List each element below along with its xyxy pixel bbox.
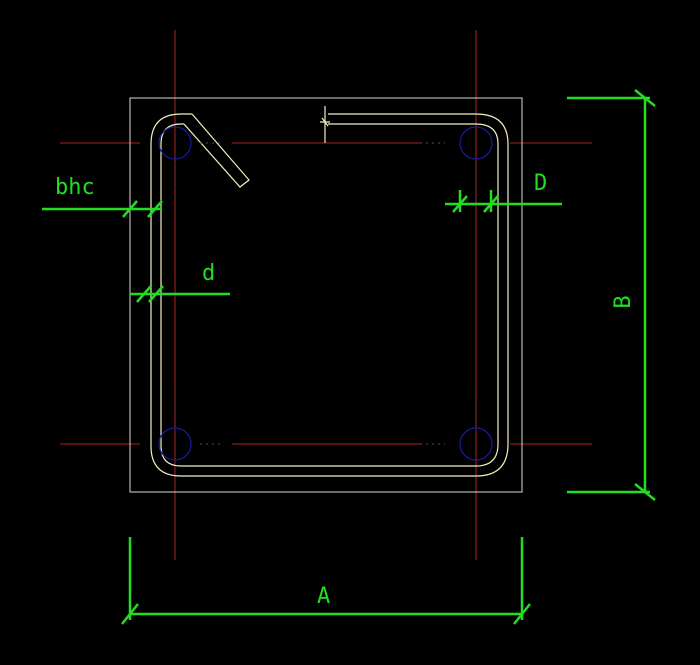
bar-bottom-right (459, 427, 493, 461)
stirrup-marker (320, 106, 330, 143)
stirrup-hook (183, 113, 250, 188)
dimension-bhc: bhc (42, 175, 163, 218)
faint-marks (174, 142, 477, 445)
dimension-bhc-label: bhc (55, 175, 95, 200)
dimension-D: D (445, 171, 562, 213)
bar-bottom-left (158, 427, 192, 461)
stirrup-outer (150, 113, 509, 477)
dimension-B: B (567, 89, 656, 501)
stirrup-inner (160, 123, 499, 467)
dimension-A-label: A (317, 584, 330, 609)
longitudinal-bars (158, 126, 493, 461)
bar-top-left (158, 126, 192, 160)
dimension-d: d (130, 261, 230, 303)
dimension-D-label: D (534, 171, 547, 196)
bar-top-right (459, 126, 493, 160)
dimension-B-label: B (611, 295, 636, 308)
dimension-d-label: d (202, 261, 215, 286)
dimension-A: A (121, 537, 531, 625)
stirrup (150, 106, 509, 477)
